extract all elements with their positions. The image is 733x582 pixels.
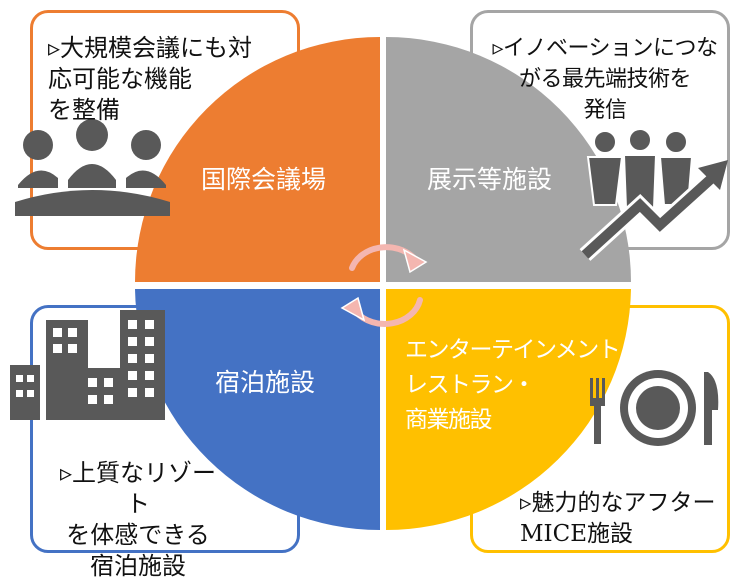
quadrant-label-top-left: 国際会議場 (201, 165, 327, 194)
buildings-icon (10, 310, 165, 420)
cycle-diagram (10, 37, 728, 530)
quadrant-label-bottom-left: 宿泊施設 (215, 368, 316, 397)
circular-arrows-icon (340, 244, 428, 327)
quadrant-bottom-left (135, 289, 380, 530)
quadrant-top-right (386, 37, 631, 282)
fork-plate-knife-icon (590, 370, 719, 446)
meeting-people-icon (15, 119, 170, 216)
people-growth-chart-icon (579, 128, 728, 261)
description-top-left: ▹大規模会議にも対 応可能な機能 を整備 (48, 34, 253, 124)
description-bottom-right: ▹魅力的なアフター MICE施設 (520, 490, 716, 547)
quadrant-label-bottom-right: エンターテインメント・ レストラン・ 商業施設 (405, 337, 642, 433)
quadrant-label-top-right: 展示等施設 (427, 165, 553, 194)
quadrant-bottom-right (386, 289, 631, 530)
description-top-right: ▹イノベーションにつな がる最先端技術を 発信 (492, 36, 718, 123)
description-bottom-left: ▹上質なリゾート を体感できる 宿泊施設 (59, 459, 217, 580)
quadrant-top-left (135, 37, 380, 282)
